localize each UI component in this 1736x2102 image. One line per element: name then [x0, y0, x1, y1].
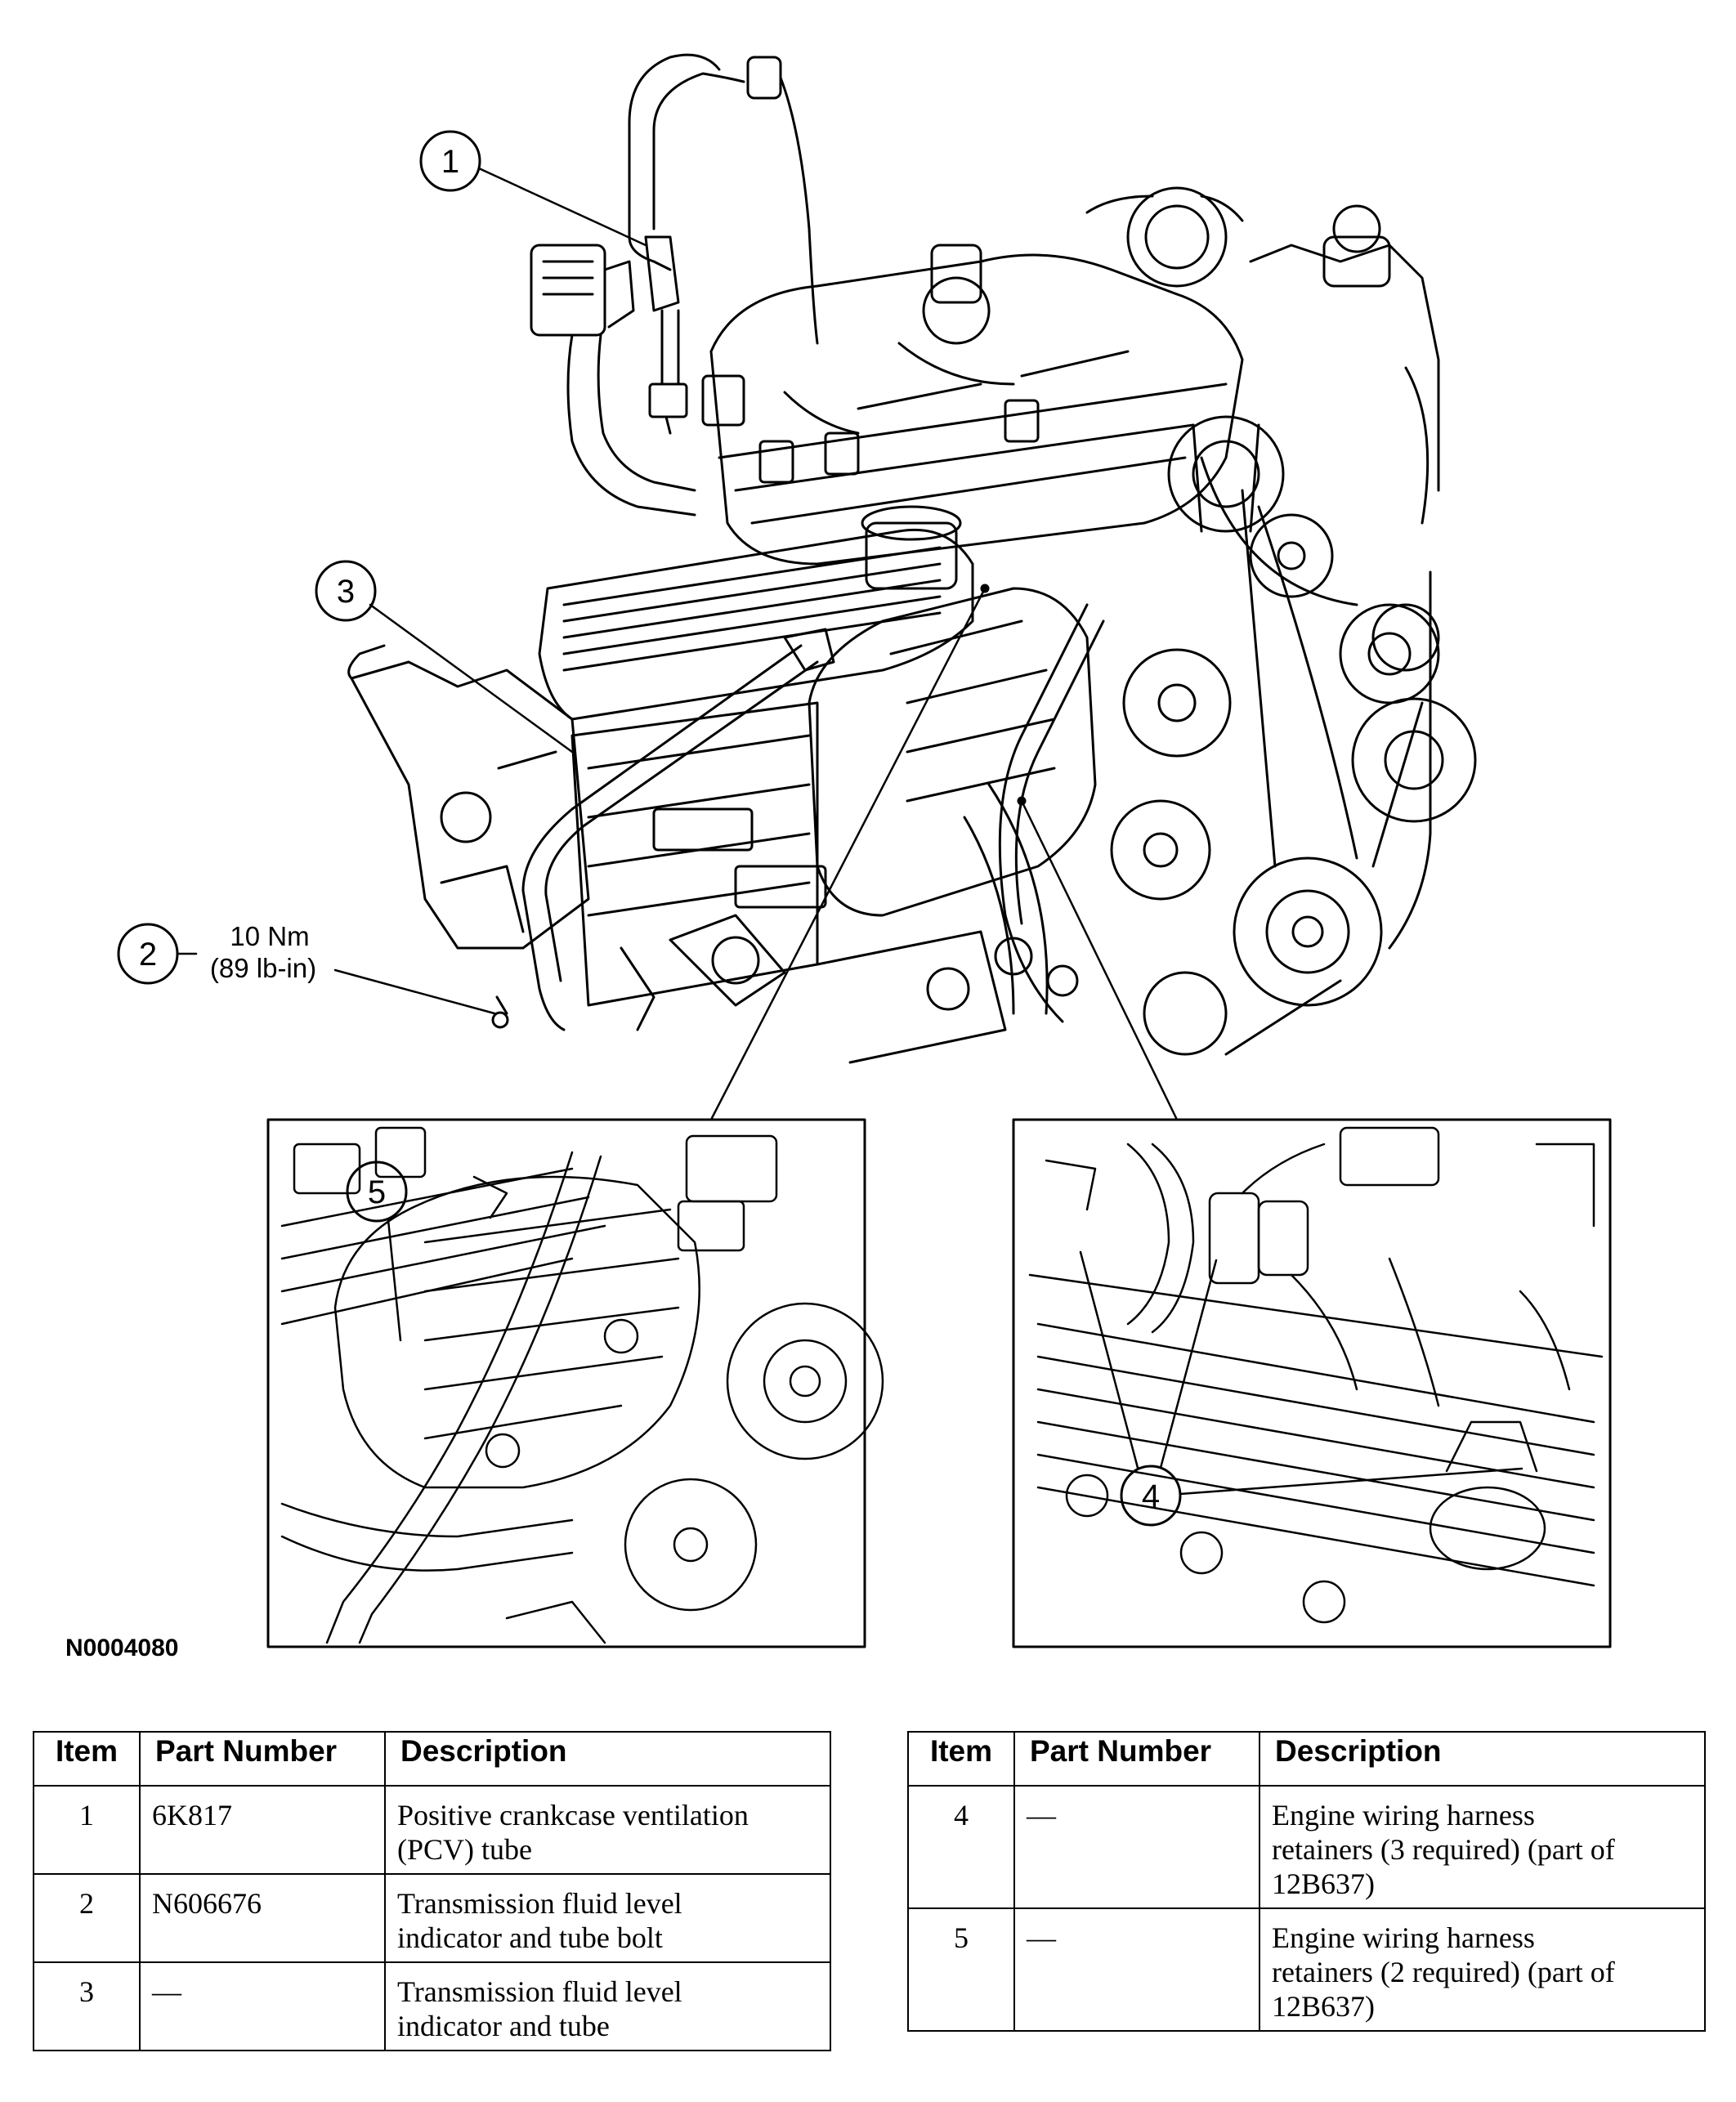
description-line: retainers (3 required) (part of [1272, 1833, 1615, 1866]
item-cell: 5 [907, 1907, 1015, 2032]
callout-2 [117, 923, 496, 1015]
callout-2-label: 2 [139, 937, 157, 973]
callout-1-label: 1 [441, 144, 459, 180]
figure-id: N0004080 [65, 1635, 179, 1661]
description-line: Engine wiring harness [1272, 1921, 1535, 1954]
callout-4 [1079, 1250, 1523, 1527]
callout-3 [315, 560, 574, 754]
part-number-cell: — [1013, 1785, 1260, 1909]
part-number-cell: — [139, 1961, 386, 2051]
description-line: retainers (2 required) (part of [1272, 1956, 1615, 1988]
item-cell: 4 [907, 1785, 1015, 1909]
table-row: 3 — Transmission fluid level indicator a… [33, 1961, 831, 2051]
engine-illustration: 1 2 3 4 5 10 Nm (89 lb-in) [117, 53, 1612, 1648]
column-header-item: Item [33, 1731, 141, 1787]
inset-left-leader [709, 587, 987, 1121]
table-row: 1 6K817 Positive crankcase ventilation (… [33, 1785, 831, 1875]
description-line: Transmission fluid level [397, 1975, 682, 2008]
table-row: 4 — Engine wiring harness retainers (3 r… [907, 1785, 1706, 1909]
callout-5 [346, 1161, 408, 1342]
description-line: indicator and tube bolt [397, 1921, 663, 1954]
item-cell: 2 [33, 1873, 141, 1963]
description-line: (PCV) tube [397, 1833, 532, 1866]
table-header-row: Item Part Number Description [33, 1731, 831, 1787]
torque-lb-in: (89 lb-in) [210, 953, 316, 983]
description-line: Positive crankcase ventilation [397, 1799, 749, 1831]
table-header-row: Item Part Number Description [907, 1731, 1706, 1787]
description-line: Engine wiring harness [1272, 1799, 1535, 1831]
description-cell: Engine wiring harness retainers (3 requi… [1259, 1785, 1706, 1909]
callout-5-label: 5 [368, 1174, 386, 1210]
description-line: 12B637) [1272, 1990, 1375, 2023]
description-cell: Transmission fluid level indicator and t… [384, 1961, 831, 2051]
description-line: Transmission fluid level [397, 1887, 682, 1920]
description-line: 12B637) [1272, 1867, 1375, 1900]
column-header-part-number: Part Number [139, 1731, 386, 1787]
inset-right-leader [1020, 799, 1179, 1121]
description-cell: Engine wiring harness retainers (2 requi… [1259, 1907, 1706, 2032]
inset-right-detail [1012, 1118, 1612, 1648]
part-number-cell: N606676 [139, 1873, 386, 1963]
torque-nm: 10 Nm [230, 921, 309, 951]
item-cell: 1 [33, 1785, 141, 1875]
callout-3-label: 3 [337, 574, 355, 610]
column-header-item: Item [907, 1731, 1015, 1787]
part-number-cell: — [1013, 1907, 1260, 2032]
parts-table-left: Item Part Number Description 1 6K817 Pos… [33, 1731, 831, 2051]
parts-table-right: Item Part Number Description 4 — Engine … [907, 1731, 1706, 2032]
column-header-description: Description [384, 1731, 831, 1787]
description-line: indicator and tube [397, 2010, 610, 2042]
part-number-cell: 6K817 [139, 1785, 386, 1875]
column-header-part-number: Part Number [1013, 1731, 1260, 1787]
description-cell: Transmission fluid level indicator and t… [384, 1873, 831, 1963]
item-cell: 3 [33, 1961, 141, 2051]
table-row: 2 N606676 Transmission fluid level indic… [33, 1873, 831, 1963]
inset-left-detail [266, 1118, 884, 1648]
table-row: 5 — Engine wiring harness retainers (2 r… [907, 1907, 1706, 2032]
description-cell: Positive crankcase ventilation (PCV) tub… [384, 1785, 831, 1875]
engine-main-view [347, 53, 1477, 1064]
callout-4-label: 4 [1142, 1478, 1160, 1514]
callout-1 [419, 130, 647, 247]
column-header-description: Description [1259, 1731, 1706, 1787]
